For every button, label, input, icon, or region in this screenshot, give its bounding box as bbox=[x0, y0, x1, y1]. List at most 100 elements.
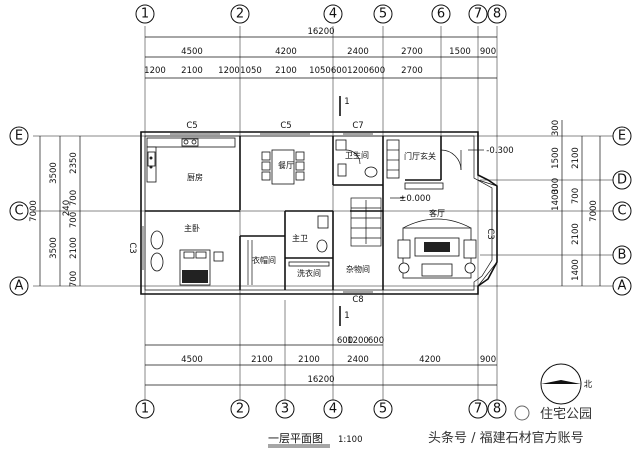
bottom-dim2-1: 600 bbox=[337, 336, 353, 346]
room-master-bath: 主卫 bbox=[292, 233, 308, 243]
top-dim2-7: 600 bbox=[331, 66, 347, 76]
top-dim2-9: 600 bbox=[369, 66, 385, 76]
axis-bottom-5: 5 bbox=[379, 402, 387, 417]
bottom-dim-2: 2100 bbox=[251, 355, 273, 365]
service-rooms-fixtures bbox=[247, 215, 330, 285]
room-entry: 门厅玄关 bbox=[404, 151, 436, 161]
axis-top-2: 2 bbox=[236, 7, 244, 22]
master-bedroom-furniture bbox=[150, 230, 224, 286]
axis-bottom-1: 1 bbox=[141, 402, 149, 417]
axis-top-8: 8 bbox=[493, 7, 501, 22]
axis-bottom-2: 2 bbox=[236, 402, 244, 417]
axis-left-C: C bbox=[14, 204, 23, 219]
stairs bbox=[350, 197, 382, 247]
left-dim2-2: 700 bbox=[69, 190, 79, 206]
level-indoor: ±0.000 bbox=[399, 194, 430, 204]
left-dim-1: 3500 bbox=[49, 162, 59, 184]
axis-right-A: A bbox=[618, 279, 627, 294]
top-dim2-8: 1200 bbox=[347, 66, 369, 76]
title-text: 一层平面图 bbox=[268, 432, 323, 445]
window-c3-right: C3 bbox=[485, 228, 495, 239]
bottom-dim2-2: 1200 bbox=[347, 336, 369, 346]
top-dim-5: 1500 bbox=[449, 47, 471, 57]
section-top: 1 bbox=[344, 97, 349, 107]
axis-left-E: E bbox=[15, 129, 23, 144]
room-living: 客厅 bbox=[429, 208, 445, 218]
kitchen-fixtures bbox=[146, 137, 236, 183]
window-c5-dining: C5 bbox=[280, 121, 291, 131]
top-dim-total: 16200 bbox=[307, 27, 334, 37]
section-marks: 1 1 bbox=[339, 96, 350, 326]
left-dim2-3: 240 bbox=[62, 200, 72, 216]
toilet-fixtures bbox=[335, 139, 378, 178]
axis-right-E: E bbox=[618, 129, 626, 144]
right-dim-1: 300 bbox=[551, 120, 561, 136]
right-dim2-2: 700 bbox=[571, 188, 581, 204]
bottom-dim-6: 900 bbox=[480, 355, 496, 365]
room-labels: 厨房 餐厅 卫生间 门厅玄关 主卧 衣帽间 主卫 洗衣间 杂物间 客厅 bbox=[184, 150, 445, 278]
right-dim-3: 300 bbox=[551, 178, 561, 194]
left-axis-bubbles: E C A bbox=[9, 126, 29, 296]
top-dim2-10: 2700 bbox=[401, 66, 423, 76]
right-dim-4: 1400 bbox=[551, 189, 561, 211]
bottom-dim-1: 4500 bbox=[181, 355, 203, 365]
right-dim2-1: 2100 bbox=[571, 147, 581, 169]
room-laundry: 洗衣间 bbox=[297, 268, 321, 278]
right-dimensions: 300 1500 300 1400 2100 1400 2100 700 700… bbox=[551, 120, 601, 286]
window-c7: C7 bbox=[352, 121, 363, 131]
bottom-dim-4: 2400 bbox=[347, 355, 369, 365]
axis-top-6: 6 bbox=[437, 7, 445, 22]
top-dim2-4: 1050 bbox=[240, 66, 262, 76]
outer-walls bbox=[140, 131, 498, 295]
left-dim2-1: 2350 bbox=[69, 152, 79, 174]
window-c5-kitchen: C5 bbox=[186, 121, 197, 131]
north-arrow-icon bbox=[541, 380, 581, 384]
top-dim-2: 4200 bbox=[275, 47, 297, 57]
bottom-dim2-3: 600 bbox=[368, 336, 384, 346]
section-bottom: 1 bbox=[344, 311, 349, 321]
top-dimensions: 16200 4500 4200 2400 2700 1500 900 1200 … bbox=[144, 27, 497, 79]
axis-left-A: A bbox=[15, 279, 24, 294]
top-dim2-1: 1200 bbox=[144, 66, 166, 76]
left-dim-total: 7000 bbox=[29, 200, 39, 222]
north-label: 北 bbox=[584, 380, 593, 390]
top-dim-6: 900 bbox=[480, 47, 496, 57]
left-dim2-5: 2100 bbox=[69, 237, 79, 259]
axis-bottom-7: 7 bbox=[474, 402, 482, 417]
right-dim-5: 2100 bbox=[571, 223, 581, 245]
axis-right-D: D bbox=[617, 173, 627, 188]
left-dim2-6: 700 bbox=[69, 271, 79, 287]
axis-top-5: 5 bbox=[379, 7, 387, 22]
axis-top-7: 7 bbox=[474, 7, 482, 22]
level-marks: -0.300 ±0.000 bbox=[390, 146, 514, 204]
window-c3-left: C3 bbox=[127, 242, 137, 253]
room-kitchen: 厨房 bbox=[187, 172, 203, 182]
watermark-source: 头条号 / 福建石材官方账号 bbox=[428, 430, 584, 446]
axis-bottom-4: 4 bbox=[329, 402, 337, 417]
bottom-dim-5: 4200 bbox=[419, 355, 441, 365]
level-outdoor: -0.300 bbox=[486, 146, 513, 156]
room-master: 主卧 bbox=[184, 223, 200, 233]
right-dim-6: 1400 bbox=[571, 259, 581, 281]
window-marks: C5 C5 C7 C8 C3 C3 bbox=[127, 121, 495, 305]
top-dim-4: 2700 bbox=[401, 47, 423, 57]
room-storage: 衣帽间 bbox=[252, 255, 276, 265]
axis-right-C: C bbox=[617, 204, 626, 219]
watermark-logo-icon bbox=[514, 405, 530, 421]
living-room-furniture bbox=[397, 218, 477, 279]
axis-right-B: B bbox=[618, 248, 627, 263]
entry-fixtures bbox=[386, 139, 462, 190]
left-dimensions: 7000 3500 3500 2350 700 240 700 2100 700 bbox=[29, 136, 81, 287]
axis-bottom-3: 3 bbox=[281, 402, 289, 417]
axis-top-4: 4 bbox=[329, 7, 337, 22]
top-dim-1: 4500 bbox=[181, 47, 203, 57]
bottom-dim-total: 16200 bbox=[307, 375, 334, 385]
watermark: 住宅公园 头条号 / 福建石材官方账号 bbox=[428, 405, 592, 446]
top-dim2-3: 1200 bbox=[218, 66, 240, 76]
top-dim2-5: 2100 bbox=[275, 66, 297, 76]
title-scale: 1:100 bbox=[338, 435, 363, 445]
bottom-dimensions: 600 1200 600 4500 2100 2100 2400 4200 90… bbox=[145, 336, 497, 386]
bottom-dim-3: 2100 bbox=[298, 355, 320, 365]
